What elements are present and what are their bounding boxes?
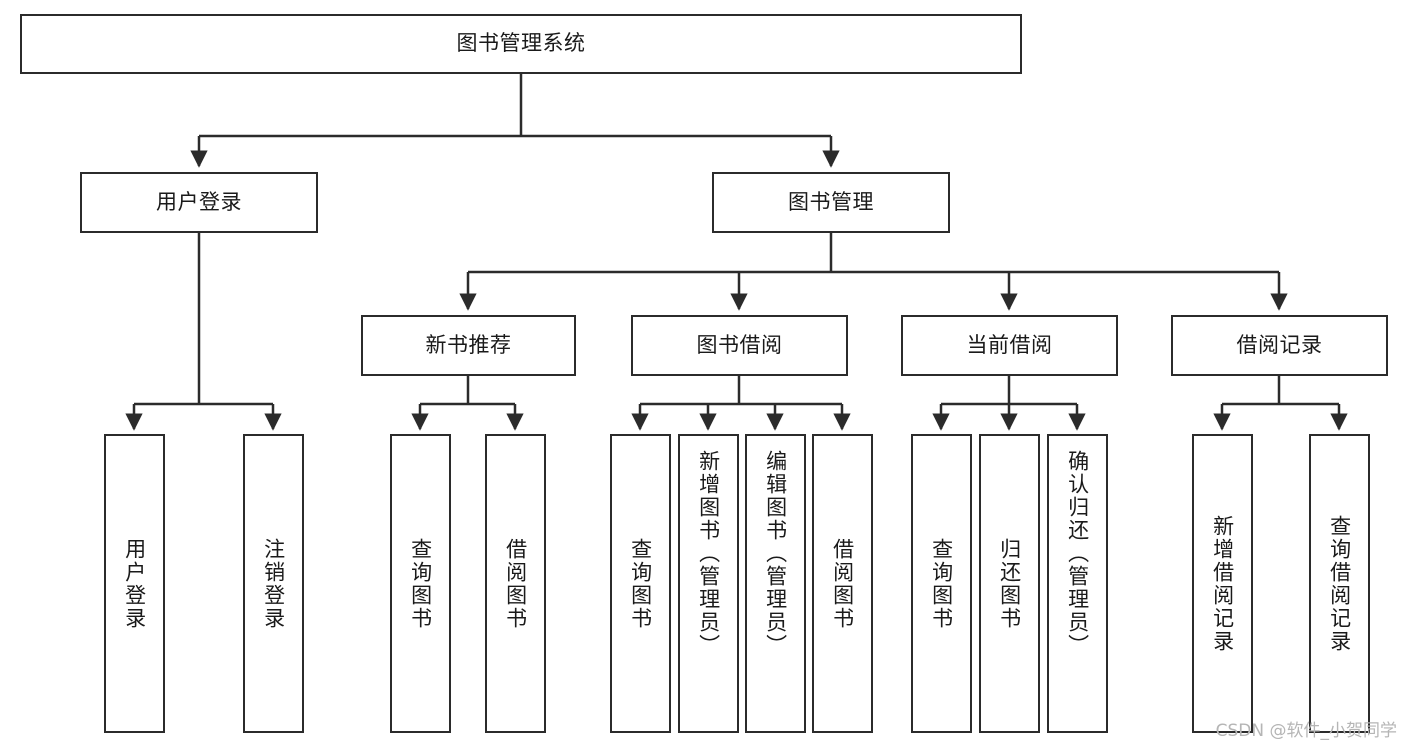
leaf-borrow-record-query[interactable]: 查询借阅记录 xyxy=(1309,434,1370,733)
leaf-new-book-borrow[interactable]: 借阅图书 xyxy=(485,434,546,733)
watermark: CSDN @软件_小贺同学 xyxy=(1215,721,1397,741)
node-root[interactable]: 图书管理系统 xyxy=(20,14,1022,74)
leaf-current-borrow-return[interactable]: 归还图书 xyxy=(979,434,1040,733)
leaf-current-borrow-query[interactable]: 查询图书 xyxy=(911,434,972,733)
leaf-current-borrow-confirm[interactable]: 确认归还（管理员） xyxy=(1047,434,1108,733)
node-book-borrow-label: 图书借阅 xyxy=(696,332,783,357)
node-book-manage[interactable]: 图书管理 xyxy=(712,172,950,233)
node-user-login[interactable]: 用户登录 xyxy=(80,172,318,233)
leaf-borrow-record-add[interactable]: 新增借阅记录 xyxy=(1192,434,1253,733)
leaf-new-book-query[interactable]: 查询图书 xyxy=(390,434,451,733)
node-current-borrow-label: 当前借阅 xyxy=(966,332,1053,357)
leaf-user-login-login-label: 用户登录 xyxy=(122,537,147,630)
leaf-book-borrow-borrow[interactable]: 借阅图书 xyxy=(812,434,873,733)
node-current-borrow[interactable]: 当前借阅 xyxy=(901,315,1118,376)
leaf-book-borrow-edit-label: 编辑图书（管理员） xyxy=(763,450,788,657)
node-book-borrow[interactable]: 图书借阅 xyxy=(631,315,848,376)
node-new-book[interactable]: 新书推荐 xyxy=(361,315,576,376)
node-new-book-label: 新书推荐 xyxy=(425,332,512,357)
leaf-user-login-logout[interactable]: 注销登录 xyxy=(243,434,304,733)
leaf-current-borrow-confirm-label: 确认归还（管理员） xyxy=(1065,450,1090,657)
node-book-manage-label: 图书管理 xyxy=(788,189,874,214)
leaf-book-borrow-add-label: 新增图书（管理员） xyxy=(696,450,721,657)
leaf-book-borrow-query[interactable]: 查询图书 xyxy=(610,434,671,733)
leaf-book-borrow-edit[interactable]: 编辑图书（管理员） xyxy=(745,434,806,733)
leaf-user-login-logout-label: 注销登录 xyxy=(261,537,286,630)
node-borrow-record[interactable]: 借阅记录 xyxy=(1171,315,1388,376)
leaf-borrow-record-add-label: 新增借阅记录 xyxy=(1210,514,1235,653)
leaf-book-borrow-borrow-label: 借阅图书 xyxy=(830,537,855,630)
leaf-user-login-login[interactable]: 用户登录 xyxy=(104,434,165,733)
leaf-current-borrow-query-label: 查询图书 xyxy=(929,537,954,630)
leaf-book-borrow-query-label: 查询图书 xyxy=(628,537,653,630)
leaf-current-borrow-return-label: 归还图书 xyxy=(997,537,1022,630)
node-user-login-label: 用户登录 xyxy=(156,189,242,214)
leaf-book-borrow-add[interactable]: 新增图书（管理员） xyxy=(678,434,739,733)
leaf-borrow-record-query-label: 查询借阅记录 xyxy=(1327,514,1352,653)
leaf-new-book-query-label: 查询图书 xyxy=(408,537,433,630)
leaf-new-book-borrow-label: 借阅图书 xyxy=(503,537,528,630)
node-borrow-record-label: 借阅记录 xyxy=(1236,332,1323,357)
node-root-label: 图书管理系统 xyxy=(456,31,586,56)
